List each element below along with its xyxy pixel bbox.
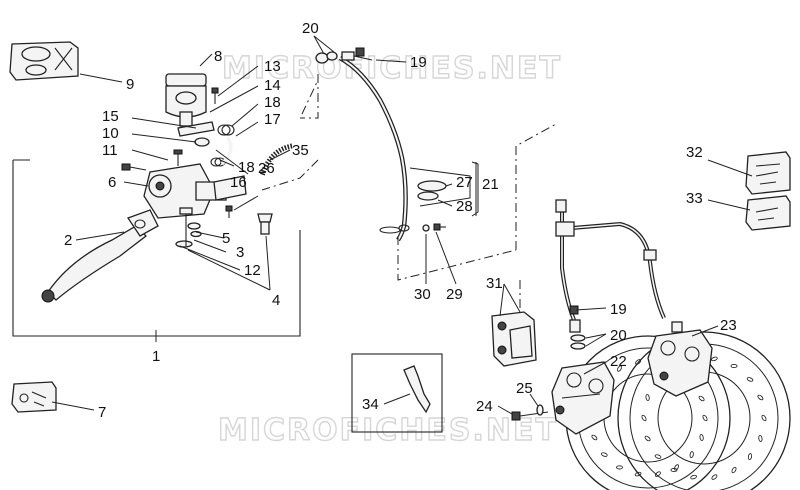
label-11: 11: [102, 142, 118, 159]
label-27: 27: [456, 174, 473, 191]
label-18-lower: 18: [238, 159, 255, 176]
label-6: 6: [108, 174, 116, 191]
label-28: 28: [456, 198, 473, 215]
disc-vent-hole: [690, 474, 697, 480]
disc-vent-hole: [616, 465, 623, 470]
label-35: 35: [292, 142, 309, 159]
disc-vent-hole: [757, 394, 764, 401]
disc-vent-hole: [711, 474, 718, 480]
label-22: 22: [610, 353, 627, 370]
disc-vent-hole: [645, 394, 650, 401]
label-2: 2: [64, 232, 72, 249]
label-26: 26: [258, 160, 275, 177]
disc-vent-hole: [600, 452, 608, 457]
banjo-bolt-lower: [569, 305, 586, 350]
label-24: 24: [476, 398, 493, 415]
bolt-4: [257, 213, 273, 235]
reservoir-bracket: [177, 121, 215, 137]
watermark-bottom: MICROFICHES.NET: [218, 413, 558, 448]
label-23: 23: [720, 317, 737, 334]
label-31: 31: [486, 275, 503, 292]
label-19-upper: 19: [410, 54, 427, 71]
disc-vent-hole: [591, 434, 598, 441]
disc-vent-hole: [674, 464, 679, 471]
label-12: 12: [244, 262, 261, 279]
kit-bag-9: [9, 41, 79, 81]
disc-vent-hole: [711, 356, 718, 362]
screw-13: [211, 87, 219, 104]
disc-vent-hole: [698, 395, 705, 402]
label-7: 7: [98, 404, 106, 421]
disc-vent-hole: [731, 466, 737, 474]
disc-vent-hole: [758, 435, 763, 442]
disc-vent-hole: [761, 414, 767, 422]
label-18-upper: 18: [264, 94, 281, 111]
brake-pads: [491, 311, 537, 367]
label-32: 32: [686, 144, 703, 161]
disc-vent-hole: [635, 359, 642, 365]
disc-vent-hole: [644, 435, 651, 442]
label-14: 14: [264, 77, 281, 94]
kit-bag-32: [745, 151, 791, 195]
disc-vent-hole: [699, 434, 704, 441]
kit-bag-33: [745, 195, 791, 231]
watermark-top: MICROFICHES.NET: [222, 51, 562, 86]
label-1: 1: [152, 348, 160, 365]
phantom-line-upper: [300, 74, 319, 119]
label-9: 9: [126, 76, 134, 93]
disc-vent-hole: [641, 414, 647, 422]
disc-vent-hole: [654, 454, 662, 459]
label-3: 3: [236, 244, 244, 261]
disc-vent-hole: [634, 471, 642, 477]
master-cylinder-body: [143, 163, 247, 219]
grommets: [417, 180, 447, 201]
label-20-upper: 20: [302, 20, 319, 37]
label-33: 33: [686, 190, 703, 207]
upper-brake-hose: [315, 47, 410, 242]
pad-spring-34: [403, 365, 431, 414]
brake-fluid-reservoir: [165, 73, 207, 127]
label-19-lower: 19: [610, 301, 627, 318]
disc-vent-hole: [617, 365, 622, 372]
screw-29: [422, 223, 446, 232]
disc-vent-hole: [702, 414, 708, 422]
label-10: 10: [102, 125, 119, 142]
disc-vent-hole: [654, 471, 661, 477]
screw-26: [225, 205, 233, 218]
leader-lines: [51, 35, 753, 415]
caliper-bolt-24: [511, 404, 549, 421]
inset-box-34: [351, 353, 443, 433]
bracket-21: [471, 161, 479, 217]
label-17: 17: [264, 111, 281, 128]
label-5: 5: [222, 230, 230, 247]
spring-hose-35: [259, 143, 293, 177]
kit-bag-7: [11, 381, 57, 413]
lower-brake-hoses: [555, 199, 666, 333]
label-25: 25: [516, 380, 533, 397]
label-20-lower: 20: [610, 327, 627, 344]
screw-11: [121, 163, 147, 171]
label-21: 21: [482, 176, 499, 193]
label-15: 15: [102, 108, 119, 125]
disc-vent-hole: [746, 377, 754, 382]
label-30: 30: [414, 286, 431, 303]
label-4: 4: [272, 292, 280, 309]
brake-lever: [41, 209, 159, 303]
brake-caliper-left: [551, 361, 615, 435]
brake-caliper-right: [647, 321, 713, 397]
disc-vent-hole: [747, 453, 753, 461]
disc-vent-hole: [670, 467, 678, 473]
label-13: 13: [264, 58, 281, 75]
disc-vent-hole: [689, 451, 694, 459]
label-29: 29: [446, 286, 463, 303]
disc-vent-hole: [730, 363, 738, 369]
label-16: 16: [230, 174, 247, 191]
label-34: 34: [362, 396, 379, 413]
label-8: 8: [214, 48, 222, 65]
callout-labels: 1 2 3 4 5 6 7 8 9 10 11 12 13 14 15 16 1…: [64, 20, 737, 421]
